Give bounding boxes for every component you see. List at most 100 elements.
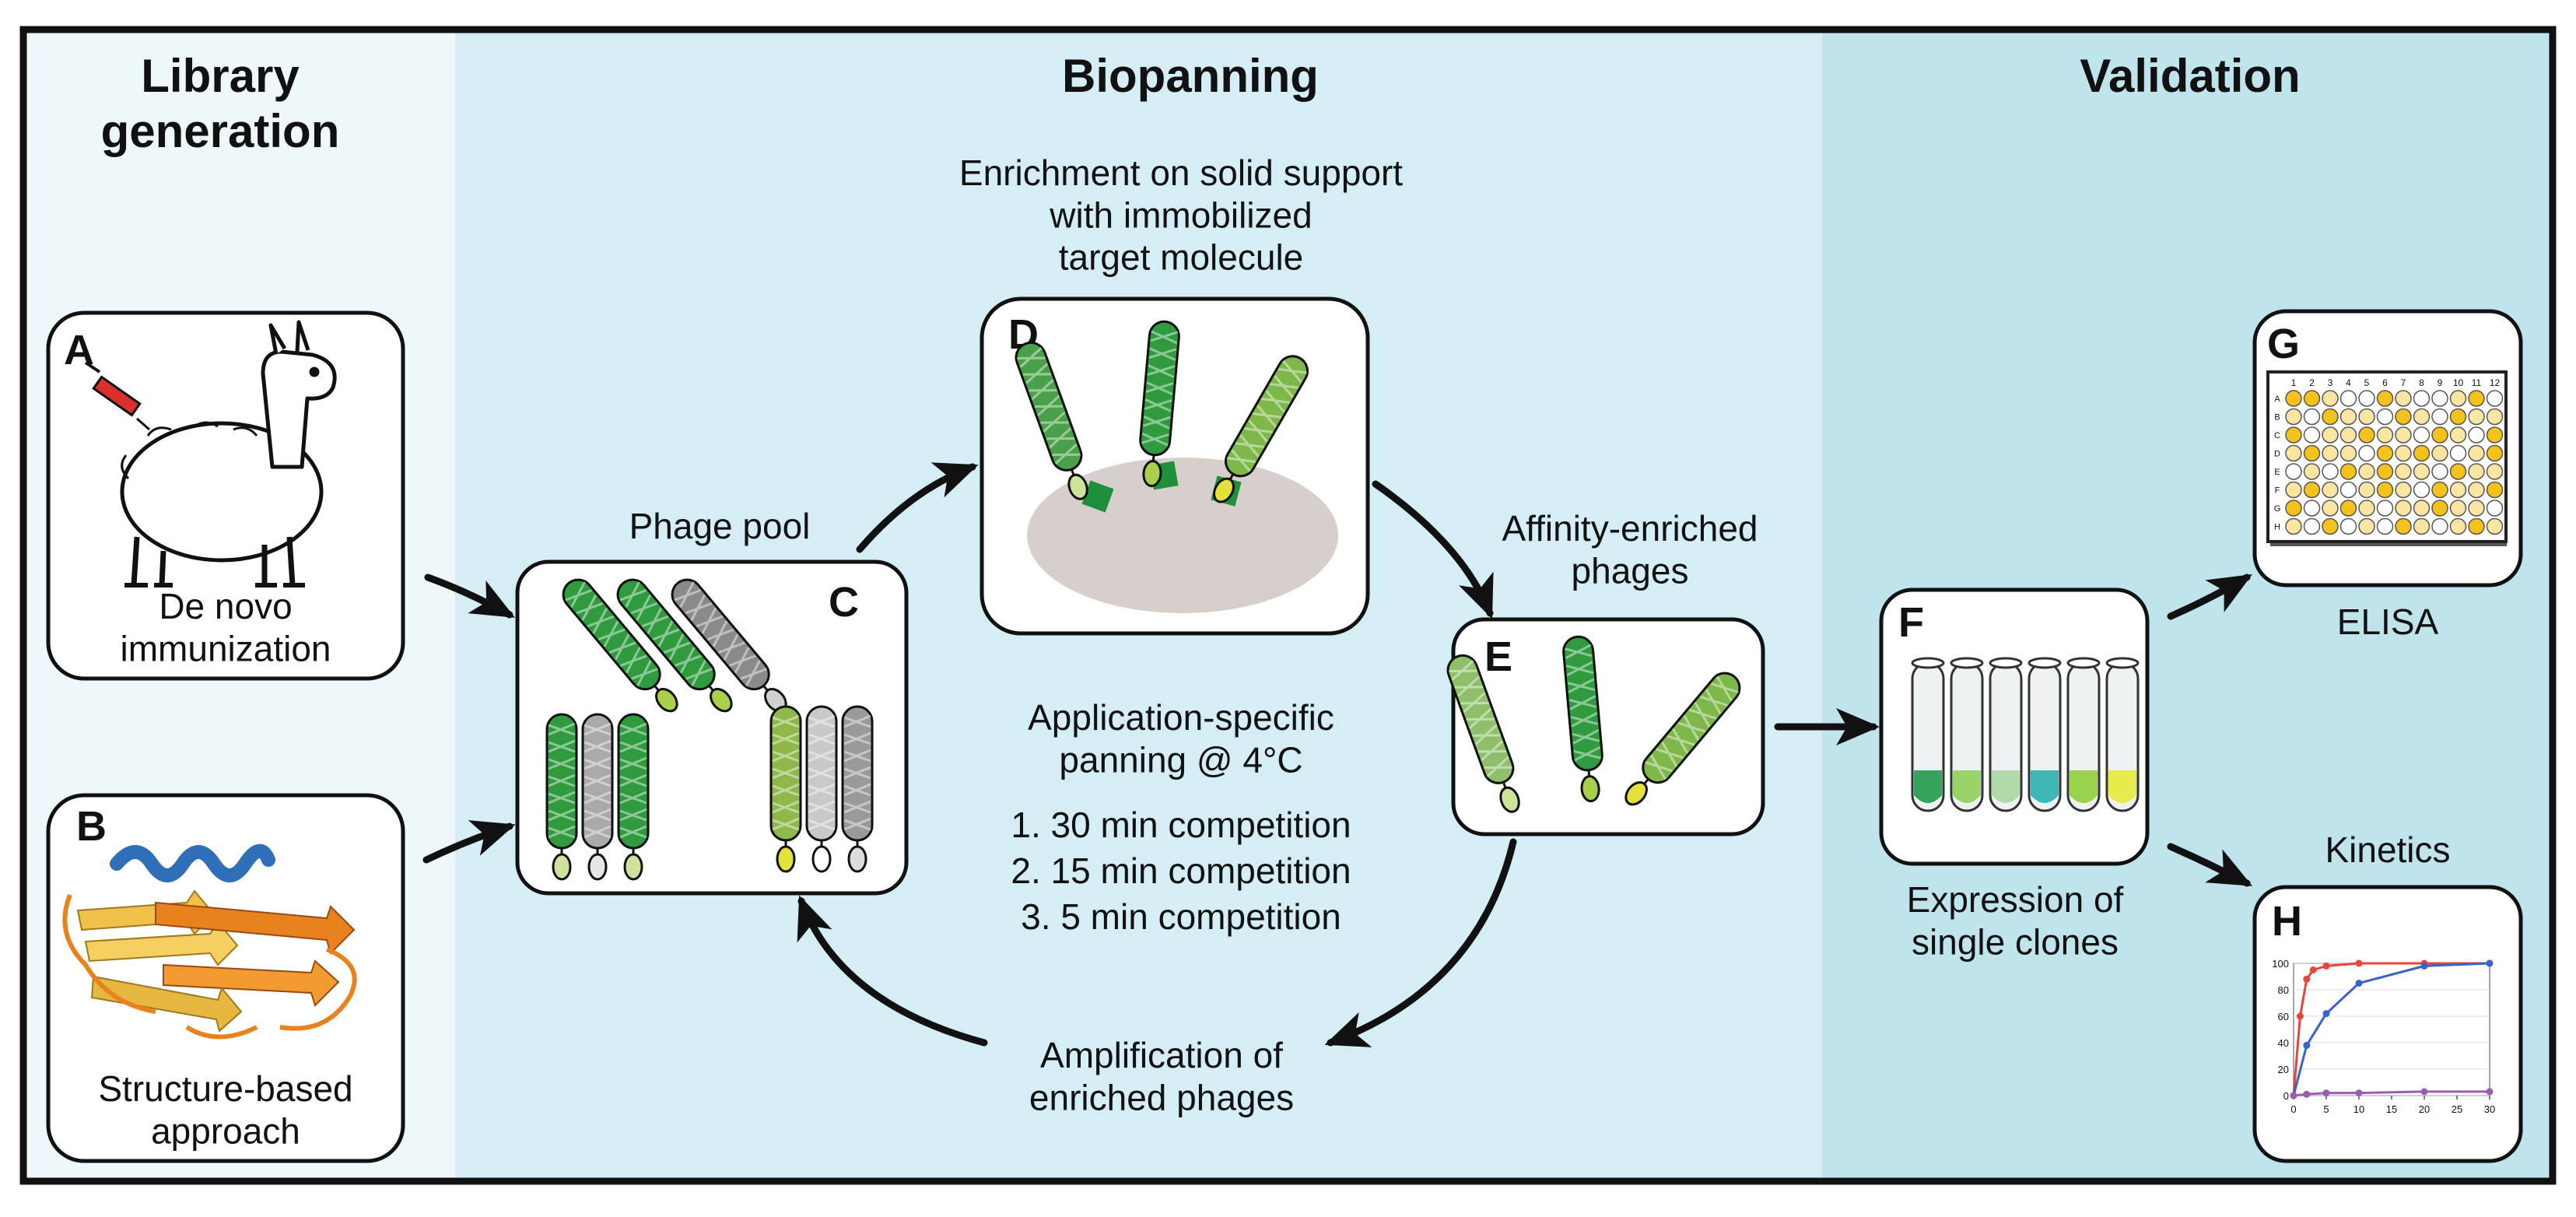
phage-icon xyxy=(616,578,733,713)
elisa-well xyxy=(2431,463,2448,480)
kinetics-y-tick: 40 xyxy=(2278,1037,2289,1049)
elisa-row-label: D xyxy=(2274,450,2280,459)
phage-icon xyxy=(1562,635,1603,803)
kinetics-x-tick: 25 xyxy=(2452,1103,2462,1115)
elisa-well xyxy=(2486,500,2504,517)
elisa-well xyxy=(2322,390,2339,407)
elisa-well xyxy=(2376,463,2394,480)
elisa-well xyxy=(2339,408,2357,426)
elisa-well xyxy=(2431,500,2448,517)
kinetics-y-tick: 20 xyxy=(2278,1064,2289,1075)
elisa-well xyxy=(2376,426,2394,444)
elisa-well xyxy=(2303,408,2321,426)
kinetics-x-tick: 5 xyxy=(2323,1103,2329,1115)
elisa-well xyxy=(2413,408,2431,426)
elisa-well xyxy=(2413,444,2431,462)
elisa-well xyxy=(2486,463,2504,480)
kinetics-point xyxy=(2486,959,2494,967)
elisa-well xyxy=(2303,517,2321,535)
phage-icon xyxy=(1213,355,1309,503)
elisa-well xyxy=(2449,500,2467,517)
arrow-f-to-g xyxy=(2167,573,2252,620)
elisa-well xyxy=(2431,390,2448,407)
panel-f-letter: F xyxy=(1898,599,1924,646)
elisa-well xyxy=(2303,426,2321,444)
test-tube xyxy=(1950,657,1984,812)
elisa-well xyxy=(2322,408,2339,426)
elisa-well xyxy=(2395,390,2412,407)
elisa-well xyxy=(2486,426,2504,444)
section-validation-title: Validation xyxy=(2080,50,2300,102)
kinetics-point xyxy=(2420,1088,2428,1096)
elisa-well xyxy=(2395,408,2412,426)
elisa-well xyxy=(2468,500,2485,517)
elisa-well xyxy=(2413,390,2431,407)
elisa-well xyxy=(2486,481,2504,499)
elisa-well xyxy=(2449,444,2467,462)
elisa-well xyxy=(2285,481,2302,499)
phage-icon xyxy=(1015,341,1088,500)
elisa-row-label: G xyxy=(2274,504,2281,514)
panel-c: C xyxy=(515,559,909,896)
elisa-well xyxy=(2431,517,2448,535)
elisa-row-label: H xyxy=(2274,523,2280,532)
kinetics-point xyxy=(2420,962,2428,970)
phage-icon xyxy=(581,713,614,881)
phage-icon xyxy=(805,705,838,873)
elisa-column-label: 7 xyxy=(2401,377,2406,388)
panel-g-label: ELISA xyxy=(2337,601,2439,642)
panel-e: E xyxy=(1446,617,1765,836)
elisa-well xyxy=(2358,408,2375,426)
kinetics-series-line xyxy=(2292,962,2490,1096)
panel-c-label: Phage pool xyxy=(629,506,811,546)
elisa-well xyxy=(2339,444,2357,462)
elisa-well xyxy=(2449,481,2467,499)
elisa-well xyxy=(2358,390,2375,407)
elisa-column-label: 5 xyxy=(2364,377,2370,388)
elisa-well xyxy=(2339,481,2357,499)
elisa-well xyxy=(2303,500,2321,517)
phage-enrichment-group xyxy=(1015,320,1309,503)
phage-icon xyxy=(1624,672,1741,806)
phage-enriched-group xyxy=(1446,635,1741,813)
kinetics-point xyxy=(2303,975,2311,983)
elisa-well xyxy=(2431,481,2448,499)
elisa-well xyxy=(2358,500,2375,517)
elisa-well xyxy=(2358,426,2375,444)
elisa-well xyxy=(2376,408,2394,426)
kinetics-point xyxy=(2296,1012,2304,1020)
elisa-well xyxy=(2468,517,2485,535)
elisa-well xyxy=(2339,390,2357,407)
arrow-b-to-c xyxy=(422,820,516,864)
elisa-well xyxy=(2413,517,2431,535)
elisa-well xyxy=(2339,463,2357,480)
kinetics-x-tick: 10 xyxy=(2353,1103,2364,1115)
test-tube xyxy=(1911,657,1945,812)
kinetics-x-tick: 15 xyxy=(2386,1103,2397,1115)
elisa-well xyxy=(2486,444,2504,462)
arrow-c-to-d xyxy=(856,462,979,553)
protein-structure-icon xyxy=(62,843,357,1040)
elisa-column-label: 10 xyxy=(2453,377,2464,388)
elisa-well xyxy=(2413,481,2431,499)
elisa-well xyxy=(2486,517,2504,535)
elisa-well xyxy=(2285,444,2302,462)
kinetics-point xyxy=(2309,966,2317,973)
elisa-well xyxy=(2339,500,2357,517)
elisa-well xyxy=(2486,408,2504,426)
test-tube xyxy=(1989,657,2023,812)
kinetics-y-tick: 0 xyxy=(2283,1090,2289,1102)
elisa-well xyxy=(2285,517,2302,535)
kinetics-y-tick: 60 xyxy=(2278,1011,2289,1022)
elisa-well xyxy=(2322,500,2339,517)
elisa-well xyxy=(2395,500,2412,517)
elisa-well xyxy=(2395,517,2412,535)
